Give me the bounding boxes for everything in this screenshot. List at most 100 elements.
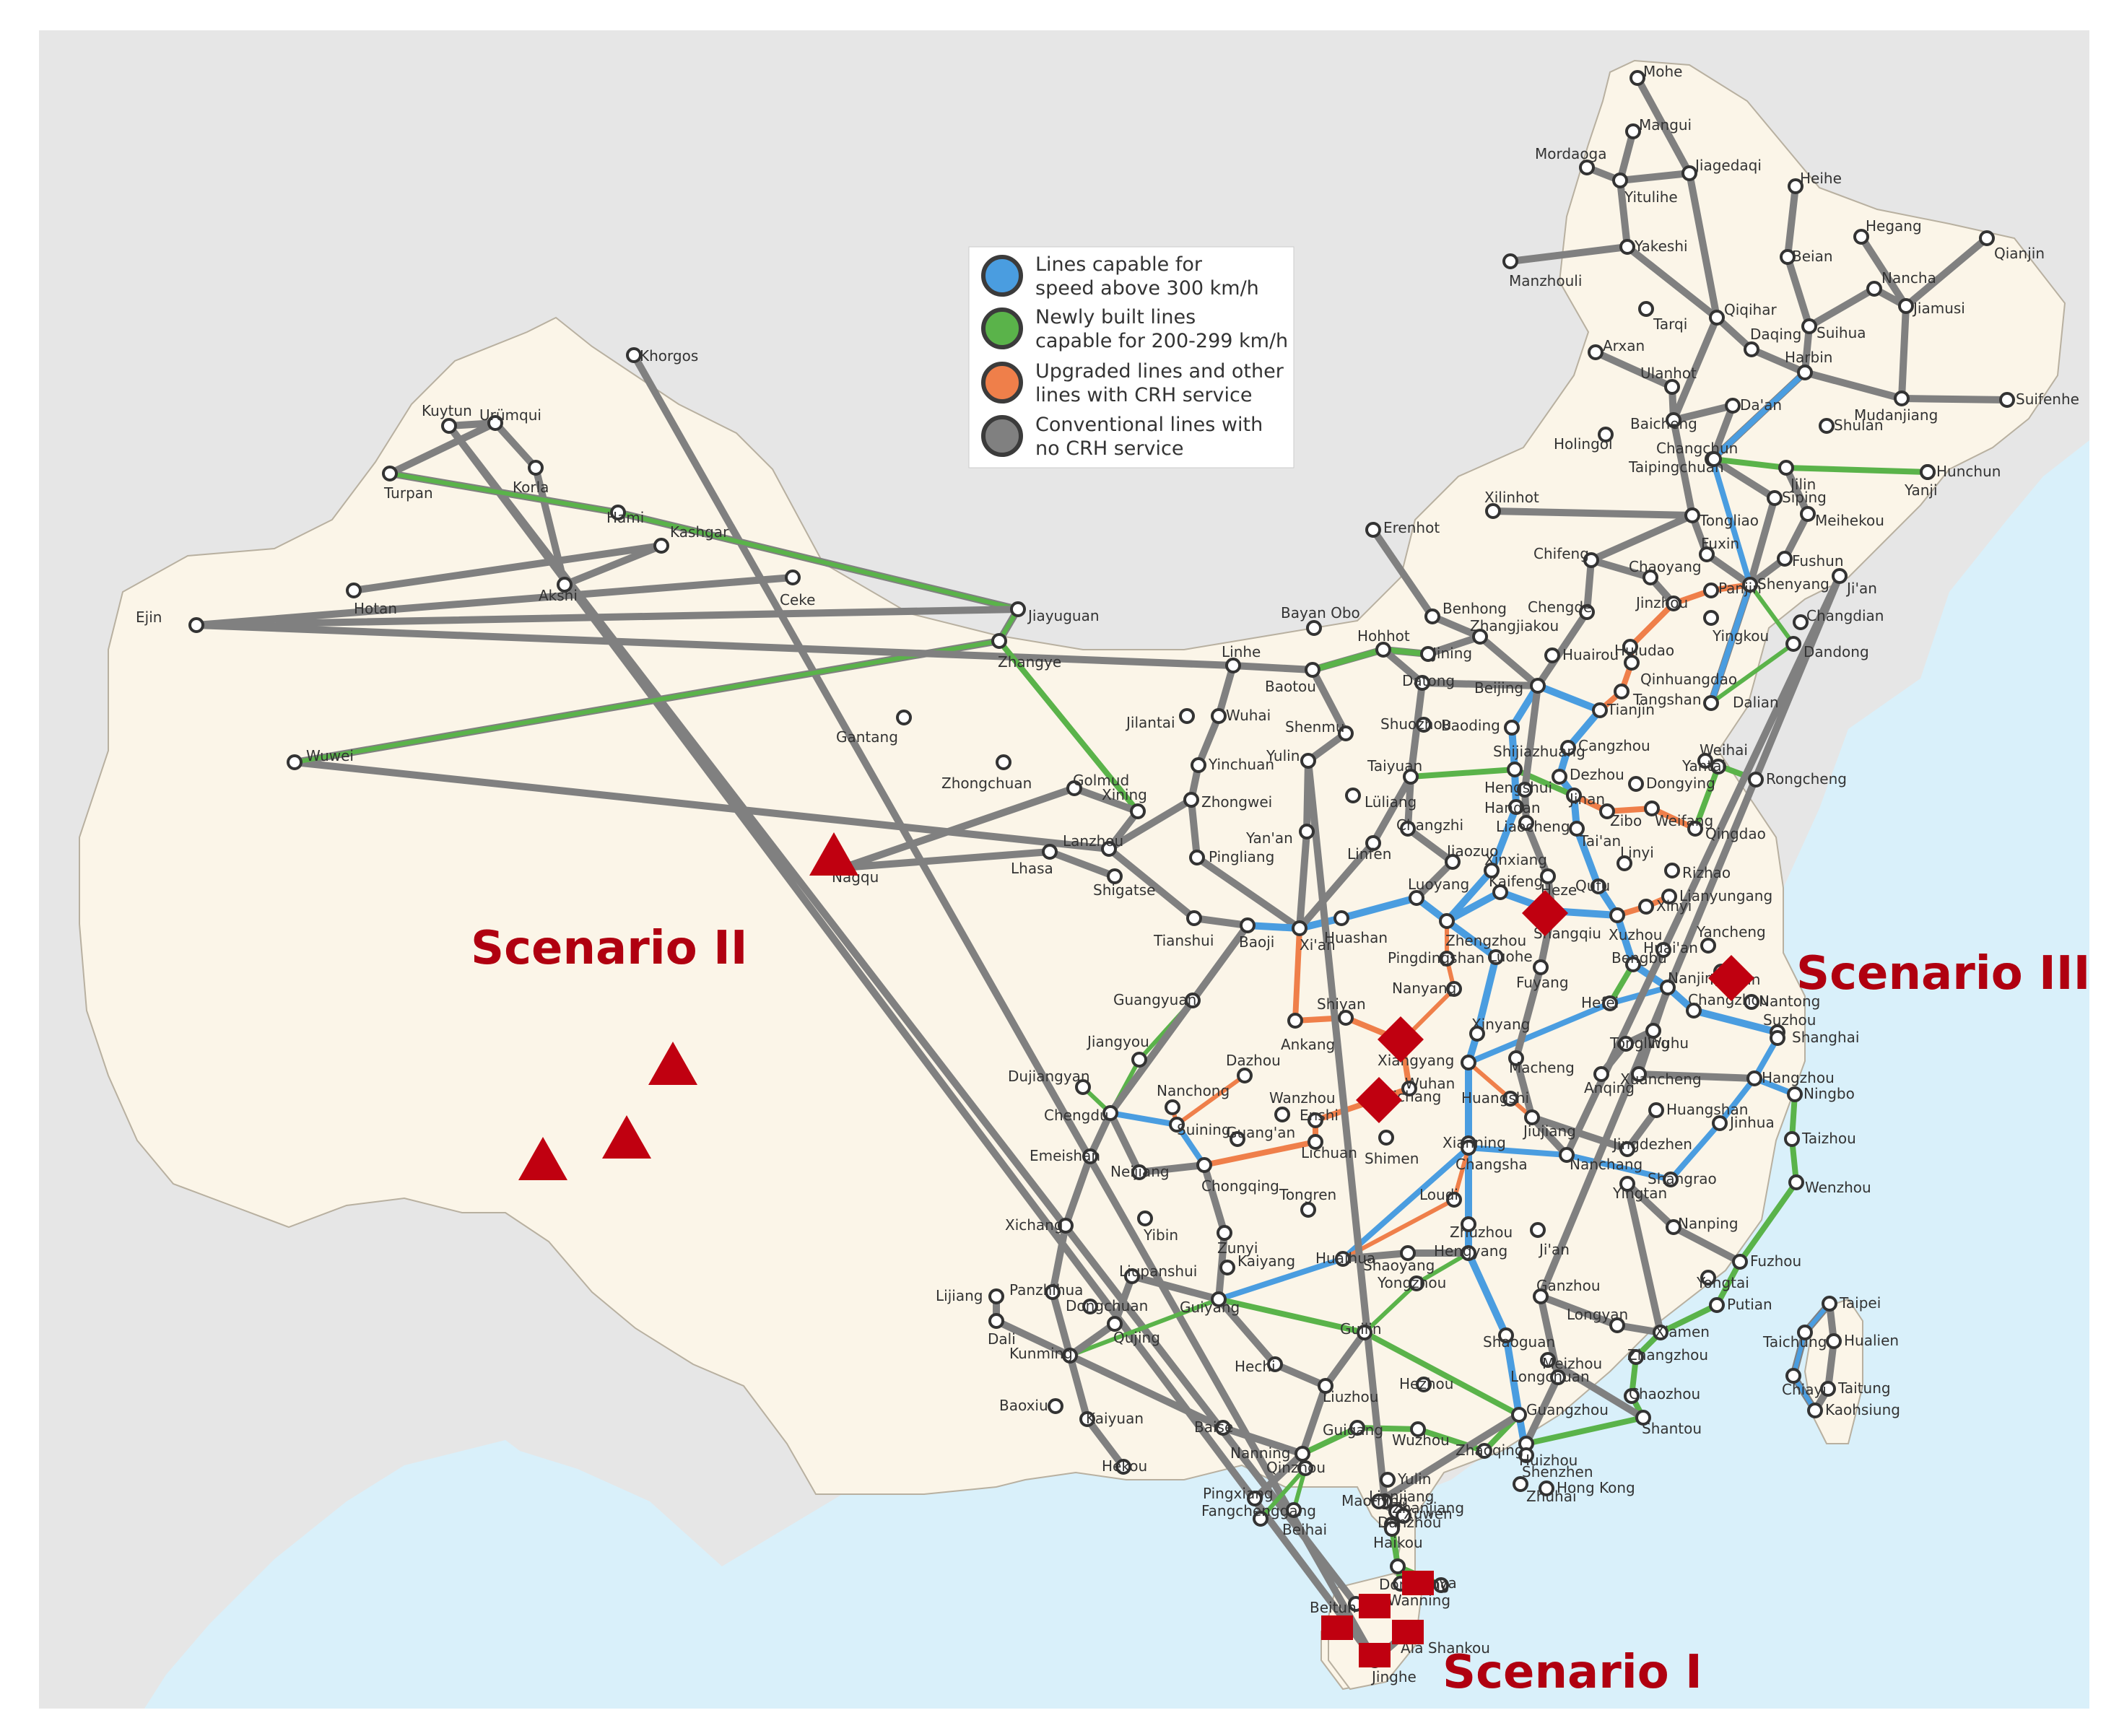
city-label-wuwei: Wuwei (306, 747, 354, 764)
city-label-taizhou: Taizhou (1801, 1130, 1856, 1147)
rail-line (1624, 243, 1754, 588)
station-rongcheng (1748, 772, 1764, 788)
station-fangchenggang (1253, 1511, 1269, 1527)
city-label-mangui: Mangui (1639, 116, 1692, 134)
legend-text-200-b: capable for 200-299 km/h (1035, 330, 1288, 352)
city-label-yongzhou: Yongzhou (1377, 1274, 1446, 1291)
station-lianyungang (1661, 889, 1677, 904)
city-label-dujiangyan: Dujiangyan (1008, 1068, 1090, 1085)
station-baicheng (1666, 412, 1681, 428)
station-liuzhou (1318, 1378, 1333, 1394)
city-label-shangrao: Shangrao (1648, 1170, 1717, 1187)
station-shuozhou (1416, 717, 1432, 733)
station-dujiangyan (1075, 1079, 1091, 1095)
station-akshi (557, 577, 573, 593)
station-cangzhou (1560, 740, 1576, 756)
city-label-benhong: Benhong (1443, 600, 1507, 617)
city-label-nanyang: Nanyang (1392, 980, 1456, 997)
rail-line (1322, 1329, 1368, 1390)
station-hotan (346, 583, 362, 598)
city-label-gantang: Gantang (836, 728, 898, 746)
city-label-emeishan: Emeishan (1030, 1147, 1100, 1164)
city-label-dalian: Dalian (1733, 694, 1779, 711)
station-yitulihe (1612, 173, 1628, 188)
station-chengde (1579, 604, 1595, 620)
city-label-hekou: Hekou (1102, 1457, 1147, 1475)
city-label-l-liang: Lüliang (1365, 793, 1417, 811)
station-longchuan (1550, 1369, 1566, 1385)
station-arxan (1588, 344, 1604, 360)
city-label-wuhu: Wuhu (1648, 1034, 1689, 1052)
legend-text-crh-a: Upgraded lines and other (1035, 360, 1284, 383)
city-label-baoxiu: Baoxiu (999, 1397, 1048, 1414)
city-label-harbin: Harbin (1785, 349, 1832, 366)
rail-line (1105, 808, 1251, 929)
station-weifang (1644, 801, 1660, 816)
scenario-2-marker (809, 832, 858, 876)
city-label-nanning: Nanning (1230, 1444, 1291, 1462)
station-baoxiu (1048, 1398, 1063, 1414)
city-label-beitun: Beitun (1310, 1599, 1357, 1616)
station-turpan (382, 466, 398, 481)
station-heihe (1788, 178, 1803, 194)
city-label-maoming: Maoming (1341, 1492, 1408, 1509)
city-label-mordaoga: Mordaoga (1535, 145, 1607, 162)
station-bengbu (1625, 956, 1641, 972)
city-label-kuytun: Kuytun (422, 402, 472, 419)
legend-swatch-200 (981, 307, 1023, 349)
station-xuzhou (1609, 907, 1625, 923)
station-tianjin (1592, 702, 1608, 718)
city-label-zhuzhou: Zhuzhou (1450, 1224, 1513, 1241)
station-fuyang (1533, 959, 1549, 975)
city-label-taipingchuan: Taipingchuan (1628, 458, 1724, 476)
station-mordaoga (1579, 160, 1595, 175)
city-label-yingtan: Yingtan (1612, 1185, 1667, 1202)
city-label-hechi: Hechi (1235, 1358, 1276, 1375)
station-dongfang (1390, 1558, 1406, 1574)
city-label-arxan: Arxan (1603, 337, 1645, 354)
legend-text-300-a: Lines capable for (1035, 253, 1203, 276)
station-linhe (1225, 658, 1241, 673)
city-label-hengyang: Hengyang (1434, 1242, 1507, 1260)
station-xiamen (1653, 1325, 1668, 1340)
station-wuhu (1645, 1023, 1661, 1039)
station-l-liang (1345, 788, 1361, 803)
city-label-baoji: Baoji (1239, 933, 1274, 951)
station-enshi (1307, 1112, 1323, 1128)
city-label-luoyang: Luoyang (1408, 876, 1469, 893)
city-label-meizhou: Meizhou (1542, 1355, 1602, 1372)
station-shangrao (1663, 1172, 1679, 1187)
city-label-baoding: Baoding (1441, 717, 1500, 734)
city-label-weifang: Weifang (1655, 812, 1713, 829)
rail-line (1534, 512, 1696, 689)
station-lanzhou (1101, 841, 1117, 857)
city-label-fuzhou: Fuzhou (1750, 1252, 1801, 1270)
city-label-khorgos: Khorgos (640, 347, 698, 365)
city-label-nanchong: Nanchong (1157, 1082, 1230, 1099)
station-yichang (1401, 1081, 1417, 1096)
station-chifeng (1583, 552, 1599, 568)
station-harbin (1797, 365, 1813, 380)
city-label-guiyang: Guiyang (1180, 1299, 1240, 1316)
station-qianjin (1979, 230, 1995, 246)
legend-box (968, 246, 1295, 468)
city-label-chaoyang: Chaoyang (1629, 558, 1702, 575)
station-huangshi (1502, 1091, 1518, 1107)
station-dandong (1785, 636, 1801, 652)
city-label-lanzhou: Lanzhou (1063, 832, 1123, 850)
station-pingdingshan (1439, 951, 1455, 967)
station-ejin (188, 617, 204, 633)
city-label-yan-an: Yan'an (1245, 829, 1293, 847)
station-yongzhou (1409, 1275, 1424, 1291)
station-linfen (1365, 835, 1381, 851)
rail-line (1258, 1466, 1307, 1521)
city-label-shanghai: Shanghai (1792, 1029, 1860, 1046)
station-shenmu (1338, 725, 1354, 741)
city-label-shaoguan: Shaoguan (1483, 1333, 1555, 1351)
city-label-shenmu: Shenmu (1285, 718, 1345, 736)
city-label-suzhou: Suzhou (1763, 1011, 1816, 1029)
station-changzhou (1686, 1003, 1702, 1019)
city-label-qujing: Qujing (1113, 1329, 1160, 1346)
station-shaoyang (1400, 1245, 1416, 1261)
station-mohe (1630, 70, 1645, 86)
